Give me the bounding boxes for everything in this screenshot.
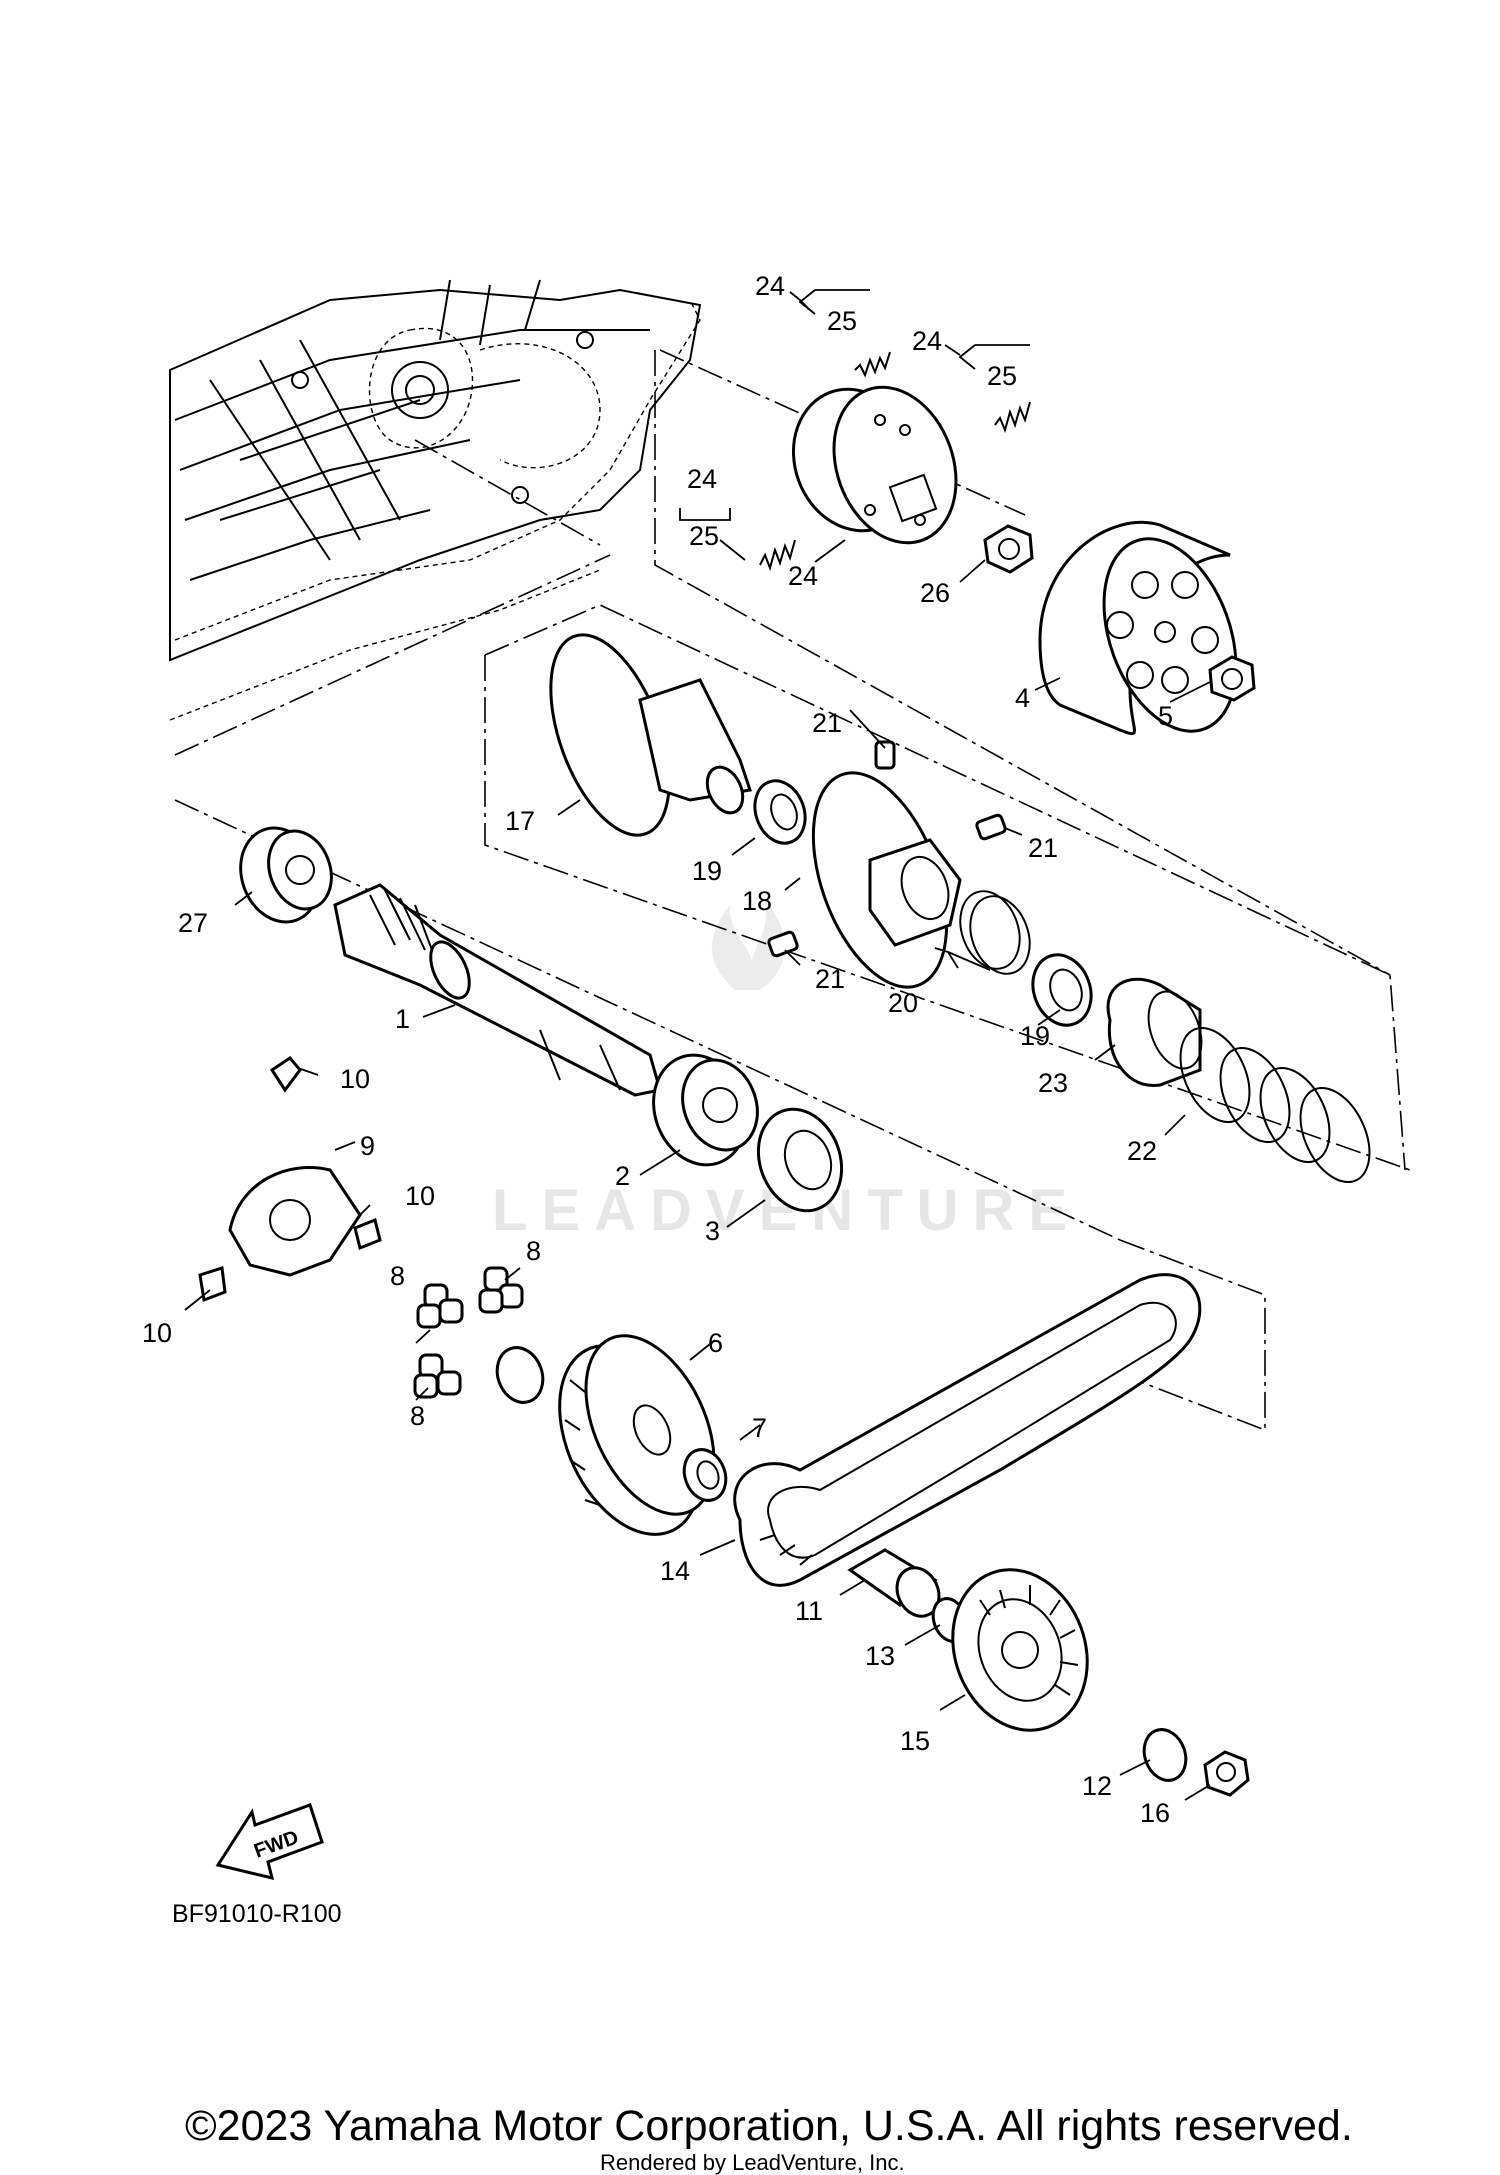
washer-12: [1142, 1728, 1188, 1782]
callout-16: 16: [1140, 1798, 1170, 1828]
callout-2: 2: [615, 1161, 630, 1191]
callout-19b: 19: [1020, 1021, 1050, 1051]
nut-5: [1208, 655, 1256, 702]
nut-26: [983, 524, 1034, 574]
copyright-notice: ©2023 Yamaha Motor Corporation, U.S.A. A…: [185, 2102, 1353, 2150]
assembly-guide-lines: [174, 349, 1411, 1432]
callout-5: 5: [1158, 701, 1173, 731]
crankcase-housing: [169, 279, 702, 721]
oil-seal-3: [756, 1107, 844, 1213]
weight-rollers-8a: [416, 1283, 464, 1329]
callout-10c: 10: [142, 1318, 172, 1348]
spring-seat-23: [1106, 977, 1203, 1088]
callout-21b: 21: [1028, 833, 1058, 863]
oil-seal-19b: [1031, 953, 1093, 1027]
watermark-flame-icon: [711, 900, 785, 990]
bearing-27: [239, 826, 333, 924]
callout-9: 9: [360, 1131, 375, 1161]
callout-7: 7: [752, 1413, 767, 1443]
callout-8b: 8: [526, 1236, 541, 1266]
collar-11: [847, 1548, 941, 1618]
callout-19a: 19: [692, 856, 722, 886]
callout-27: 27: [178, 908, 208, 938]
v-belt-14: [733, 1273, 1202, 1587]
callout-25a: 25: [827, 306, 857, 336]
guide-pin-21a: [874, 740, 896, 770]
callout-4: 4: [1015, 683, 1030, 713]
callout-18: 18: [742, 886, 772, 916]
clutch-carrier-assembly: [791, 385, 958, 545]
primary-fixed-sheave-15: [951, 1568, 1089, 1732]
callout-1: 1: [395, 1004, 410, 1034]
fwd-arrow: FWD: [215, 1803, 324, 1881]
callout-25c: 25: [689, 521, 719, 551]
callout-6: 6: [708, 1328, 723, 1358]
callout-numbers: 1 2 3 4 5 6 7 8 8 8 9 10 10 10 11 12 13 …: [142, 271, 1173, 1828]
callout-20: 20: [888, 988, 918, 1018]
callout-brackets: [679, 289, 1030, 521]
slider-10a: [269, 1056, 302, 1093]
render-credit: Rendered by LeadVenture, Inc.: [600, 2150, 905, 2175]
diagram-code: BF91010-R100: [172, 1900, 342, 1928]
secondary-fixed-sheave-17: [549, 633, 752, 837]
compression-spring-22: [1179, 1026, 1371, 1184]
callout-8c: 8: [410, 1401, 425, 1431]
callout-21c: 21: [815, 964, 845, 994]
callout-15: 15: [900, 1726, 930, 1756]
callout-3: 3: [705, 1216, 720, 1246]
callout-25b: 25: [987, 361, 1017, 391]
callout-11: 11: [795, 1596, 823, 1626]
callout-24a: 24: [755, 271, 785, 301]
callout-26: 26: [920, 578, 950, 608]
callout-24b: 24: [912, 326, 942, 356]
callout-12: 12: [1082, 1771, 1112, 1801]
secondary-sliding-sheave-18: [811, 771, 962, 989]
guide-pin-21c: [767, 930, 799, 958]
collar-7: [682, 1448, 728, 1502]
secondary-shaft-1: [333, 883, 662, 1097]
callout-10b: 10: [405, 1181, 435, 1211]
callout-23: 23: [1038, 1068, 1068, 1098]
weight-rollers-8c: [413, 1353, 462, 1399]
clutch-spring-25c: [759, 539, 796, 572]
o-rings-20: [959, 890, 1031, 975]
oil-seal-19a: [753, 779, 807, 845]
callout-24c: 24: [687, 464, 717, 494]
primary-sliding-sheave-6: [495, 1334, 716, 1536]
slider-10b: [353, 1217, 382, 1251]
callout-24d: 24: [788, 561, 818, 591]
guide-pin-21b: [975, 813, 1007, 841]
callout-leader-lines: [184, 291, 1211, 1801]
callout-8a: 8: [390, 1261, 405, 1291]
clutch-spring-25b: [994, 401, 1031, 434]
nut-16: [1203, 1750, 1250, 1797]
callout-17: 17: [505, 806, 535, 836]
clutch-spring-25a: [854, 351, 891, 378]
callout-13: 13: [865, 1641, 895, 1671]
cam-plate-9: [228, 1166, 362, 1277]
callout-22: 22: [1127, 1136, 1157, 1166]
callout-14: 14: [660, 1556, 690, 1586]
callout-21a: 21: [812, 708, 842, 738]
weight-rollers-8b: [478, 1266, 524, 1314]
clutch-housing-4: [1038, 520, 1238, 736]
bearing-2: [652, 1053, 759, 1167]
callout-10a: 10: [340, 1064, 370, 1094]
